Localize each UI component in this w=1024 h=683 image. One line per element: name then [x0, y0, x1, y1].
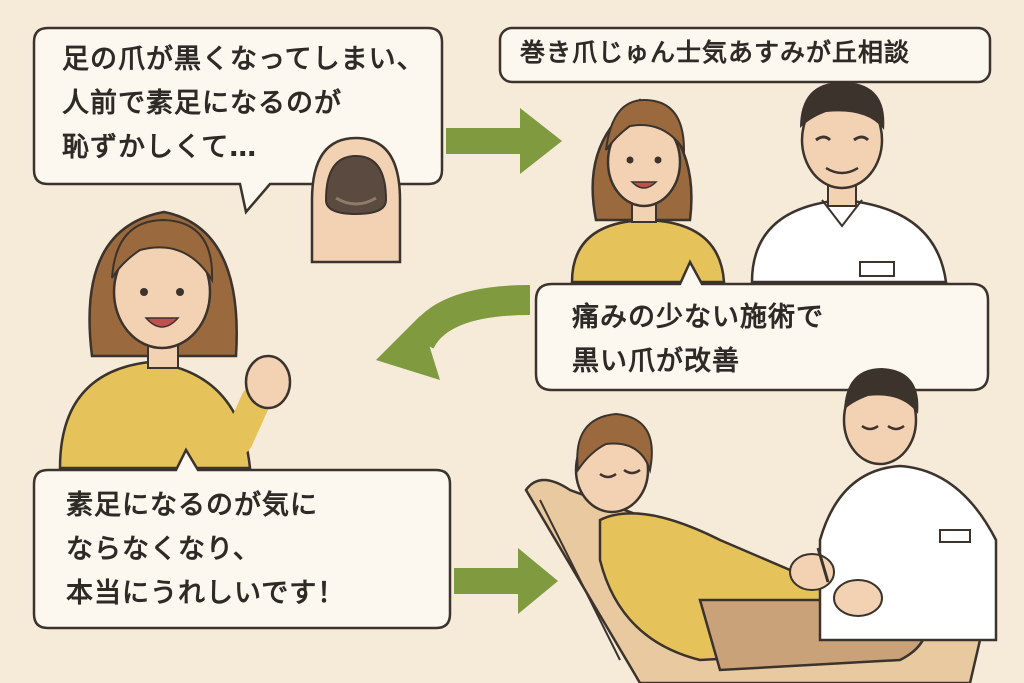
doctor-consulting-figure [750, 82, 948, 284]
worry-message: 足の爪が黒くなってしまい、 人前で素足になるのが 恥ずかしくて… [62, 44, 425, 163]
happy-speech-bubble [32, 447, 452, 630]
arrow-right-icon [446, 108, 562, 174]
consultation-title-bubble [498, 26, 992, 84]
treatment-speech-bubble [534, 259, 990, 392]
consultation-title: 巻き爪じゅん士気あすみが丘相談 [520, 38, 911, 67]
woman-consulting-figure [570, 98, 726, 284]
treatment-scene [524, 368, 998, 683]
happy-woman-figure [58, 210, 292, 470]
treatment-message: 痛みの少ない施術で 黒い爪が改善 [572, 302, 824, 377]
black-toenail-icon [310, 136, 402, 264]
curved-arrow-icon [376, 285, 531, 380]
happy-message: 素足になるのが気に ならなくなり、 本当にうれしいです！ [66, 490, 346, 609]
arrow-right-icon [454, 548, 558, 614]
